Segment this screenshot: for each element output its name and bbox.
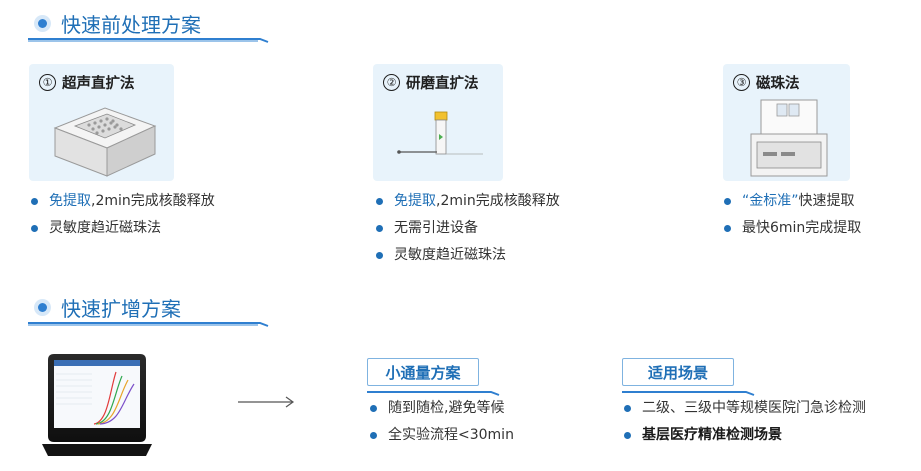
list-item: 无需引进设备 xyxy=(374,218,560,245)
list-item: “金标准”快速提取 xyxy=(722,191,861,218)
list-item: 免提取,2min完成核酸释放 xyxy=(374,191,560,218)
list-item: 随到随检,避免等候 xyxy=(368,398,514,425)
pcr-instrument-icon xyxy=(42,354,152,456)
ultrasonic-device-icon xyxy=(53,107,157,177)
list-item: 基层医疗精准检测场景 xyxy=(622,425,866,452)
section-title-text: 快速扩增方案 xyxy=(61,297,181,321)
method-card-title: ③ 磁珠法 xyxy=(733,72,800,93)
throughput-tag: 小通量方案 xyxy=(367,358,479,386)
grinding-tube-icon xyxy=(397,111,483,155)
list-item: 全实验流程<30min xyxy=(368,425,514,452)
method-number: ② xyxy=(383,74,400,91)
list-item: 最快6min完成提取 xyxy=(722,218,861,245)
section-title-amplification: 快速扩增方案 xyxy=(38,293,181,322)
scenario-tag: 适用场景 xyxy=(622,358,734,386)
method-name: 超声直扩法 xyxy=(62,76,135,92)
list-item: 免提取,2min完成核酸释放 xyxy=(29,191,215,218)
section-title-text: 快速前处理方案 xyxy=(61,13,201,37)
section-underline xyxy=(28,35,272,43)
list-item: 灵敏度趋近磁珠法 xyxy=(374,245,560,272)
tag-underline xyxy=(367,382,501,396)
method-card-title: ② 研磨直扩法 xyxy=(383,72,479,93)
list-item: 灵敏度趋近磁珠法 xyxy=(29,218,215,245)
tag-underline xyxy=(622,382,756,396)
bullet-dot-icon xyxy=(38,303,47,312)
magnetic-bead-instrument-icon xyxy=(750,99,828,177)
method-name: 磁珠法 xyxy=(756,76,800,92)
method-number: ③ xyxy=(733,74,750,91)
arrow-right-icon xyxy=(238,396,295,408)
method-number: ① xyxy=(39,74,56,91)
tag-label: 适用场景 xyxy=(647,363,708,382)
bullet-dot-icon xyxy=(38,19,47,28)
method-1-bullets: 免提取,2min完成核酸释放 灵敏度趋近磁珠法 xyxy=(29,191,215,245)
section-underline xyxy=(28,319,272,327)
method-card-grinding: ② 研磨直扩法 xyxy=(373,64,503,181)
scenario-bullets: 二级、三级中等规模医院门急诊检测 基层医疗精准检测场景 xyxy=(622,398,866,452)
method-2-bullets: 免提取,2min完成核酸释放 无需引进设备 灵敏度趋近磁珠法 xyxy=(374,191,560,272)
method-card-title: ① 超声直扩法 xyxy=(39,72,135,93)
list-item: 二级、三级中等规模医院门急诊检测 xyxy=(622,398,866,425)
method-card-ultrasonic: ① 超声直扩法 xyxy=(29,64,174,181)
method-card-magnetic-bead: ③ 磁珠法 xyxy=(723,64,850,181)
throughput-bullets: 随到随检,避免等候 全实验流程<30min xyxy=(368,398,514,452)
method-name: 研磨直扩法 xyxy=(406,76,479,92)
section-title-pretreatment: 快速前处理方案 xyxy=(38,9,201,38)
tag-label: 小通量方案 xyxy=(385,363,461,382)
method-3-bullets: “金标准”快速提取 最快6min完成提取 xyxy=(722,191,861,245)
